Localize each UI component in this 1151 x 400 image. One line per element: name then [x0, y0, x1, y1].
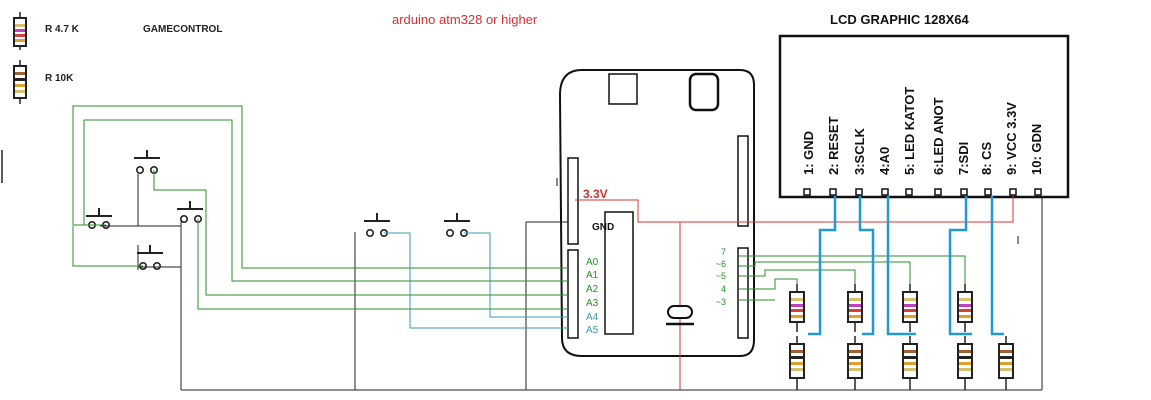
lcd-pin-label: 2: RESET	[826, 116, 841, 175]
lcd-module: LCD GRAPHIC 128X64 1: GND 2: RESET 3:SCL…	[778, 12, 1070, 199]
legend-r47-label: R 4.7 K	[45, 24, 80, 35]
push-button	[177, 201, 203, 224]
lcd-pin-label: 3:SCLK	[852, 127, 867, 175]
pin-label-d3: ~3	[716, 297, 726, 307]
resistor	[847, 336, 863, 390]
legend-resistor-10k	[13, 60, 27, 104]
pin-label-d5: ~5	[716, 271, 726, 281]
button-cluster-wiring	[100, 174, 181, 270]
resistor	[789, 284, 805, 332]
resistor-array	[789, 284, 1014, 390]
lcd-pin-label: 8: CS	[979, 141, 994, 175]
pin-label-d6: ~6	[716, 259, 726, 269]
resistor	[998, 336, 1014, 390]
lcd-pin-label: 4:A0	[877, 147, 892, 175]
green-wires	[72, 105, 568, 310]
resistor	[902, 284, 918, 332]
lcd-pin-label: 10: GDN	[1029, 124, 1044, 175]
lcd-title: LCD GRAPHIC 128X64	[830, 12, 969, 27]
lcd-pin-label: 7:SDI	[956, 142, 971, 175]
pin-label-a2: A2	[586, 284, 599, 295]
digital-pin-labels: 7 ~6 ~5 4 ~3	[716, 247, 726, 307]
pin-label-d7: 7	[721, 247, 726, 257]
ground-bus	[180, 196, 1043, 391]
pin-label-a1: A1	[586, 270, 599, 281]
capacitor	[666, 305, 694, 326]
analog-pin-labels: A0 A1 A2 A3 A4 A5	[586, 257, 599, 336]
lcd-pin-label: 6:LED ANOT	[931, 97, 946, 175]
legend-r10-label: R 10K	[45, 73, 74, 84]
pin-label-a0: A0	[586, 257, 599, 268]
diagram-title: arduino atm328 or higher	[392, 12, 538, 27]
legend-resistor-4k7	[13, 12, 27, 50]
pin-label-a5: A5	[586, 325, 599, 336]
digital-wires	[739, 255, 966, 301]
lcd-pin-label: 5: LED KATOT	[902, 87, 917, 175]
gamecontrol-label: GAMECONTROL	[143, 24, 222, 35]
teal-wires	[384, 232, 568, 329]
resistor	[789, 336, 805, 390]
push-button	[134, 150, 160, 175]
resistor	[847, 284, 863, 332]
lcd-pin-label: 1: GND	[801, 131, 816, 175]
resistor	[957, 336, 973, 390]
resistor	[957, 284, 973, 332]
lcd-pin-pads	[803, 188, 1042, 196]
gnd-label: GND	[592, 222, 614, 233]
power-label: 3.3V	[583, 187, 608, 201]
pin-label-a4: A4	[586, 312, 599, 323]
lcd-pin-label: 9: VCC 3.3V	[1004, 102, 1019, 175]
resistor	[902, 336, 918, 390]
lcd-pin-labels: 1: GND 2: RESET 3:SCLK 4:A0 5: LED KATOT…	[801, 87, 1044, 175]
pin-label-d4: 4	[721, 284, 726, 294]
arduino-board: 3.3V GND A0 A1 A2 A3 A4 A5 7 ~6 ~5 4 ~3	[556, 69, 755, 357]
push-button	[137, 245, 163, 270]
lcd-signal-wires	[808, 196, 1004, 336]
pin-label-a3: A3	[586, 298, 599, 309]
